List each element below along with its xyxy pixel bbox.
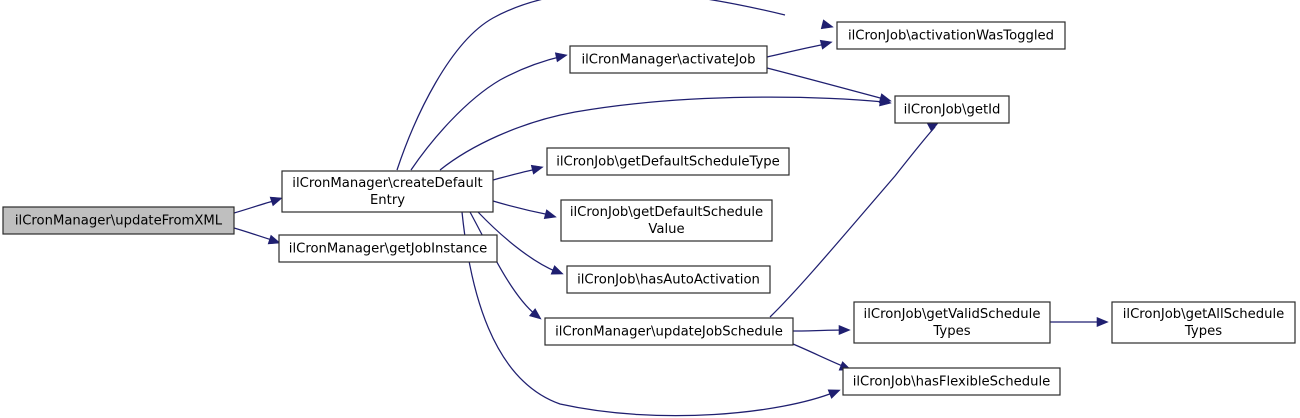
node-label: ilCronJob\getDefaultSchedule — [570, 205, 763, 220]
node-label: ilCronManager\updateFromXML — [15, 214, 223, 229]
arrowhead-icon — [550, 265, 564, 275]
edge-createDefaultEntry-to-activationWasToggled — [396, 0, 834, 171]
edge-createDefaultEntry-to-updateJobSchedule — [469, 211, 542, 320]
node-box[interactable] — [1111, 301, 1296, 344]
node-box[interactable] — [281, 170, 494, 213]
node-label: ilCronJob\hasFlexibleSchedule — [853, 375, 1051, 390]
arrowhead-icon — [269, 196, 283, 207]
node-hasFlexibleSchedule[interactable]: ilCronJob\hasFlexibleSchedule — [842, 367, 1061, 396]
edge-line — [769, 126, 936, 318]
arrowhead-icon — [878, 93, 892, 103]
edge-line — [492, 168, 538, 181]
edge-createDefaultEntry-to-hasFlexibleSchedule — [461, 211, 841, 417]
node-getDefaultScheduleType[interactable]: ilCronJob\getDefaultScheduleType — [546, 147, 790, 176]
arrowhead-icon — [820, 19, 834, 30]
edge-createDefaultEntry-to-activateJob — [410, 52, 568, 171]
edge-line — [439, 96, 885, 171]
node-label: Types — [1184, 324, 1222, 339]
node-label: Entry — [370, 193, 405, 208]
edge-line — [792, 329, 845, 332]
edge-activateJob-to-getId — [766, 67, 892, 103]
node-hasAutoActivation[interactable]: ilCronJob\hasAutoActivation — [566, 265, 771, 294]
edge-line — [766, 67, 885, 100]
arrowhead-icon — [528, 308, 542, 320]
node-label: ilCronManager\getJobInstance — [289, 242, 487, 257]
arrowhead-icon — [530, 164, 544, 175]
node-label: ilCronManager\updateJobSchedule — [555, 325, 783, 340]
edge-updateFromXML-to-getJobInstance — [233, 227, 281, 245]
edge-createDefaultEntry-to-hasAutoActivation — [477, 211, 564, 275]
edge-line — [492, 200, 551, 216]
edge-line — [233, 227, 276, 242]
edge-createDefaultEntry-to-getDefaultScheduleType — [492, 164, 544, 181]
edge-updateJobSchedule-to-getId — [769, 121, 940, 318]
edge-line — [461, 211, 836, 417]
edge-updateJobSchedule-to-getValidScheduleTypes — [792, 324, 851, 336]
node-box[interactable] — [560, 199, 773, 242]
node-label: ilCronJob\getValidSchedule — [864, 307, 1041, 322]
nodes-layer: ilCronManager\updateFromXML ilCronManager… — [2, 21, 1296, 396]
arrowhead-icon — [838, 324, 851, 336]
edge-line — [233, 199, 278, 214]
node-box[interactable] — [278, 234, 498, 263]
node-getId[interactable]: ilCronJob\getId — [894, 95, 1010, 124]
node-box[interactable] — [853, 301, 1051, 344]
arrowhead-icon — [543, 209, 557, 219]
edge-line — [477, 211, 558, 273]
node-activateJob[interactable]: ilCronManager\activateJob — [569, 45, 768, 74]
node-box[interactable] — [569, 45, 768, 74]
edge-activateJob-to-activationWasToggled — [766, 39, 833, 58]
edge-line — [410, 55, 564, 171]
node-label: ilCronJob\getId — [904, 103, 1001, 118]
node-label: ilCronManager\activateJob — [581, 53, 755, 68]
node-box[interactable] — [2, 206, 235, 235]
node-label: ilCronJob\activationWasToggled — [848, 29, 1054, 44]
arrowhead-icon — [827, 389, 841, 399]
node-box[interactable] — [842, 367, 1061, 396]
edge-getValidScheduleTypes-to-getAllScheduleTypes — [1050, 316, 1109, 328]
arrowhead-icon — [267, 234, 281, 245]
node-updateJobSchedule[interactable]: ilCronManager\updateJobSchedule — [544, 317, 794, 346]
node-label: Types — [932, 324, 970, 339]
node-box[interactable] — [544, 317, 794, 346]
arrowhead-icon — [819, 39, 833, 50]
node-label: ilCronJob\getAllSchedule — [1123, 307, 1284, 322]
edge-line — [792, 343, 846, 368]
node-label: ilCronJob\hasAutoActivation — [577, 273, 760, 288]
node-updateFromXML[interactable]: ilCronManager\updateFromXML — [2, 206, 235, 235]
node-label: ilCronManager\createDefault — [292, 176, 482, 191]
arrowhead-icon — [1096, 316, 1109, 328]
edge-line — [469, 211, 537, 316]
arrowhead-icon — [554, 52, 568, 63]
edge-createDefaultEntry-to-getDefaultScheduleValue — [492, 200, 557, 219]
node-box[interactable] — [836, 21, 1066, 50]
edge-line — [766, 43, 827, 58]
node-label: Value — [648, 222, 684, 237]
node-box[interactable] — [894, 95, 1010, 124]
node-activationWasToggled[interactable]: ilCronJob\activationWasToggled — [836, 21, 1066, 50]
edge-updateFromXML-to-createDefaultEntry — [233, 196, 283, 214]
node-box[interactable] — [546, 147, 790, 176]
edges-layer — [233, 0, 1109, 417]
node-getJobInstance[interactable]: ilCronManager\getJobInstance — [278, 234, 498, 263]
node-label: ilCronJob\getDefaultScheduleType — [556, 155, 780, 170]
node-box[interactable] — [566, 265, 771, 294]
edge-line — [396, 0, 786, 171]
